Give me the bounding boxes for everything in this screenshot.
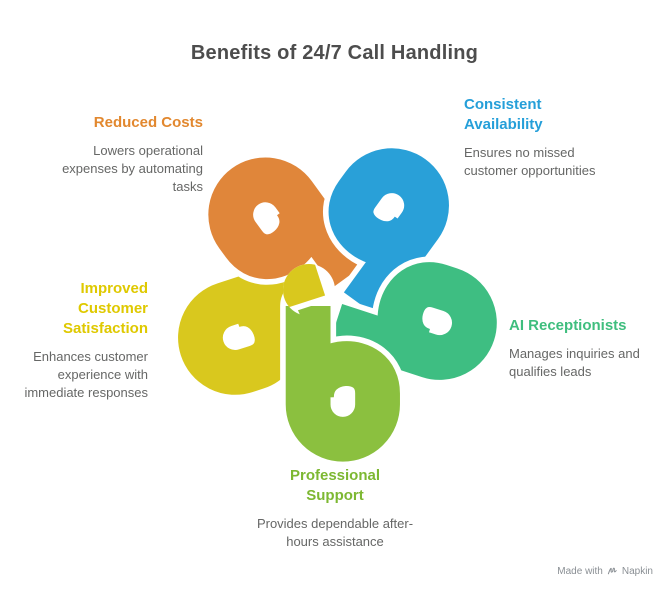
benefit-description: Lowers operational expenses by automatin… bbox=[62, 143, 203, 194]
benefit-label: Reduced Costs bbox=[93, 114, 203, 131]
made-with-napkin-credit: Made with Napkin bbox=[557, 566, 653, 577]
made-with-text: Made with bbox=[557, 566, 603, 577]
brand-text: Napkin bbox=[621, 566, 653, 577]
benefit-consistent-availability: Consistent Availability Ensures no misse… bbox=[464, 95, 634, 180]
benefit-reduced-costs: Reduced Costs Lowers operational expense… bbox=[33, 113, 203, 196]
benefit-improved-customer-satisfaction: Improved Customer Satisfaction Enhances … bbox=[0, 279, 148, 402]
benefit-description: Ensures no missed customer opportunities bbox=[464, 145, 596, 178]
benefit-professional-support: Professional Support Provides dependable… bbox=[225, 466, 445, 551]
benefit-label: Consistent Availability bbox=[464, 96, 543, 133]
benefit-label: Improved Customer Satisfaction bbox=[62, 280, 148, 337]
benefit-description: Manages inquiries and qualifies leads bbox=[509, 346, 640, 379]
benefit-description: Provides dependable after-hours assistan… bbox=[256, 516, 414, 549]
benefit-label: AI Receptionists bbox=[509, 317, 627, 334]
benefit-label: Professional Support bbox=[289, 467, 381, 504]
benefit-description: Enhances customer experience with immedi… bbox=[24, 349, 148, 400]
benefit-ai-receptionists: AI Receptionists Manages inquiries and q… bbox=[509, 316, 669, 381]
page-title: Benefits of 24/7 Call Handling bbox=[190, 42, 479, 64]
napkin-scribble-icon bbox=[607, 567, 617, 575]
